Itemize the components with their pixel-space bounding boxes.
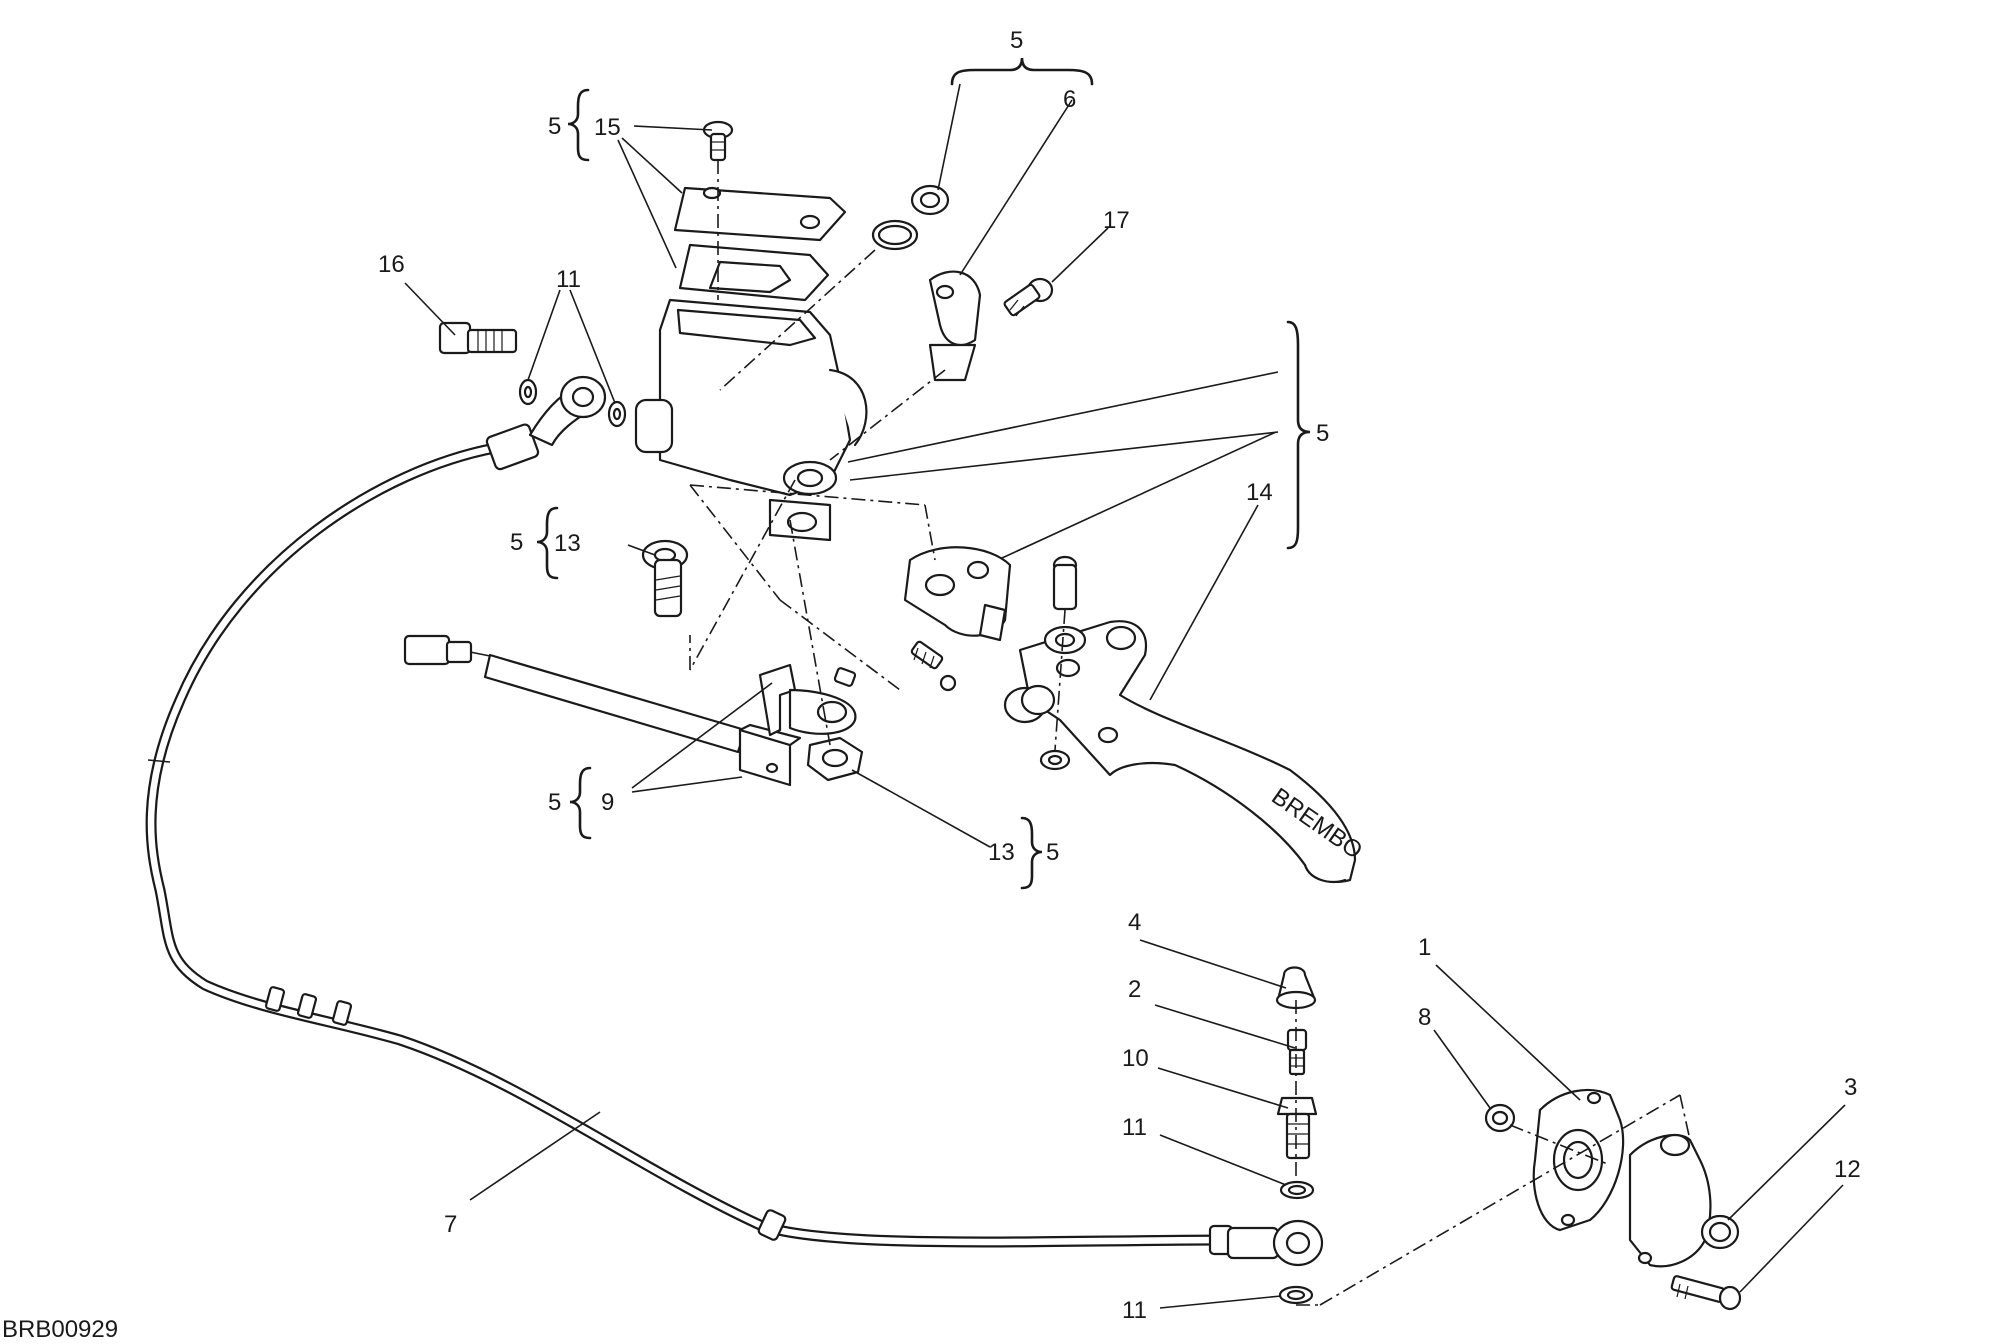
callout-11-lower-1: 11 xyxy=(1122,1114,1147,1141)
callout-5-right: 5 xyxy=(1316,420,1329,447)
hose-banjo-upper xyxy=(485,375,607,471)
pushrod-spring xyxy=(910,640,957,692)
callout-12: 12 xyxy=(1834,1156,1861,1183)
clutch-hose xyxy=(145,442,1236,1256)
clamp-screw xyxy=(1003,277,1054,317)
hose-banjo-lower xyxy=(1226,1219,1324,1267)
lever-adjuster-knob xyxy=(1003,684,1056,724)
drawing-code: BRB00929 xyxy=(2,1316,118,1343)
clutch-lever: BREMBO xyxy=(1018,620,1367,883)
sealing-washer-lower-1 xyxy=(1279,1180,1315,1200)
callout-11-upper: 11 xyxy=(556,266,581,293)
group-braces xyxy=(536,57,1311,890)
callout-15: 15 xyxy=(594,114,621,141)
leader-lines xyxy=(404,83,1846,1309)
master-cylinder-body xyxy=(634,298,868,542)
slave-cylinder-body xyxy=(1628,1133,1740,1268)
callout-5-top: 5 xyxy=(1010,27,1023,54)
reservoir-plug xyxy=(910,184,950,216)
banjo-bolt-upper xyxy=(438,321,518,355)
o-ring xyxy=(871,219,919,251)
handlebar-clamp xyxy=(928,270,982,382)
reservoir-diaphragm xyxy=(678,243,830,302)
reservoir-cover xyxy=(673,186,847,242)
callout-1: 1 xyxy=(1418,934,1431,961)
callout-labels: 5 6 5 15 17 16 11 5 14 5 13 5 9 13 5 4 1… xyxy=(378,27,1861,1324)
cover-screw xyxy=(702,120,734,162)
callout-6: 6 xyxy=(1063,86,1076,113)
callout-13-lower: 13 xyxy=(988,839,1015,866)
callout-9: 9 xyxy=(601,789,614,816)
switch-bracket xyxy=(758,663,857,737)
callout-8: 8 xyxy=(1418,1004,1431,1031)
lever-pivot-pin xyxy=(1052,555,1078,611)
banjo-bolt-lower xyxy=(1276,1096,1318,1160)
callout-16: 16 xyxy=(378,251,405,278)
pivot-nut xyxy=(806,736,864,782)
callout-2: 2 xyxy=(1128,976,1141,1003)
callout-13-upper: 13 xyxy=(554,530,581,557)
lever-adjuster-block xyxy=(903,546,1012,642)
callout-3: 3 xyxy=(1844,1074,1857,1101)
callout-7: 7 xyxy=(444,1211,457,1238)
callout-5-switch: 5 xyxy=(548,789,561,816)
sealing-washer-lower-2 xyxy=(1278,1285,1314,1305)
callout-10: 10 xyxy=(1122,1045,1149,1072)
callout-5-nut: 5 xyxy=(1046,839,1059,866)
lever-nut-washer xyxy=(1039,749,1071,771)
slave-cylinder-screw xyxy=(1670,1275,1742,1311)
slave-cylinder-spacer xyxy=(1484,1103,1516,1133)
callout-17: 17 xyxy=(1103,207,1130,234)
callout-14: 14 xyxy=(1246,479,1273,506)
callout-5-cap: 5 xyxy=(548,113,561,140)
sealing-washer-upper-1 xyxy=(518,378,538,406)
callout-11-lower-2: 11 xyxy=(1122,1297,1147,1324)
callout-5-bolt: 5 xyxy=(510,529,523,556)
assembly-lines xyxy=(689,160,1691,1306)
sealing-washer-upper-2 xyxy=(607,400,627,428)
pivot-bolt xyxy=(641,539,689,618)
bleed-valve xyxy=(1286,1028,1308,1076)
clutch-switch-cable xyxy=(403,634,747,754)
slave-cylinder-flange xyxy=(1532,1088,1625,1232)
callout-4: 4 xyxy=(1128,909,1141,936)
switch-pin xyxy=(833,667,857,687)
